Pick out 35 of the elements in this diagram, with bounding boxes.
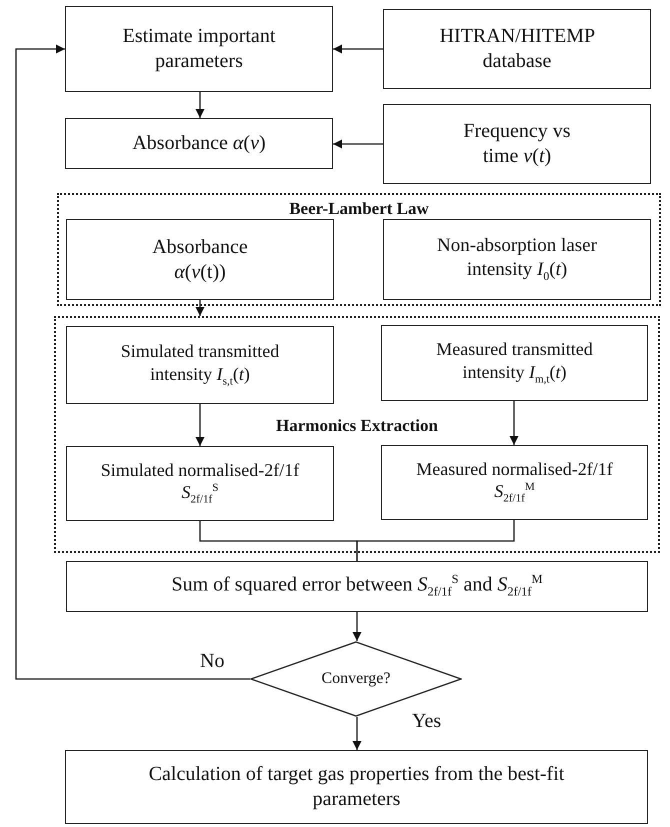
- dotted-group-frame: [57, 193, 661, 306]
- process-text: Frequency vs time v(t): [462, 119, 572, 169]
- arrow: [510, 401, 518, 445]
- process-box: [383, 9, 651, 89]
- process-box: [383, 104, 651, 184]
- process-box: [381, 445, 648, 520]
- arrow: [196, 92, 204, 118]
- process-text: Calculation of target gas properties from the best-fit parameters: [148, 762, 566, 812]
- process-box: [66, 446, 334, 521]
- arrow: [352, 717, 362, 750]
- arrow: [15, 44, 250, 680]
- group-title: Harmonics Extraction: [276, 416, 438, 435]
- arrow: [196, 404, 204, 446]
- group-title: Beer-Lambert Law: [289, 199, 429, 218]
- arrow: [352, 612, 362, 641]
- process-text: Absorbance α(v(t)): [151, 234, 249, 284]
- process-box: [66, 561, 648, 612]
- process-text: Non-absorption laser intensity I$_{0}$(t): [436, 234, 598, 285]
- process-box: [65, 750, 648, 824]
- arrow: [333, 44, 383, 54]
- dotted-group-frame: [54, 316, 660, 553]
- process-box: [65, 118, 333, 169]
- arrow: [333, 140, 383, 148]
- process-box: [66, 219, 334, 300]
- decision-text: Converge?: [321, 670, 390, 688]
- process-text: Simulated transmitted intensity I$_{s,t}$(t): [120, 340, 280, 390]
- process-box: [383, 219, 651, 300]
- process-box: [65, 6, 333, 92]
- process-box: [381, 325, 648, 401]
- arrow: [196, 300, 204, 316]
- process-text: HITRAN/HITEMP database: [440, 24, 594, 74]
- process-text: Measured transmitted intensity I$_{m,t}$(t): [435, 338, 594, 388]
- process-text: Estimate important parameters: [122, 24, 276, 74]
- process-text: Absorbance α(v): [132, 131, 266, 156]
- process-box: [66, 326, 334, 404]
